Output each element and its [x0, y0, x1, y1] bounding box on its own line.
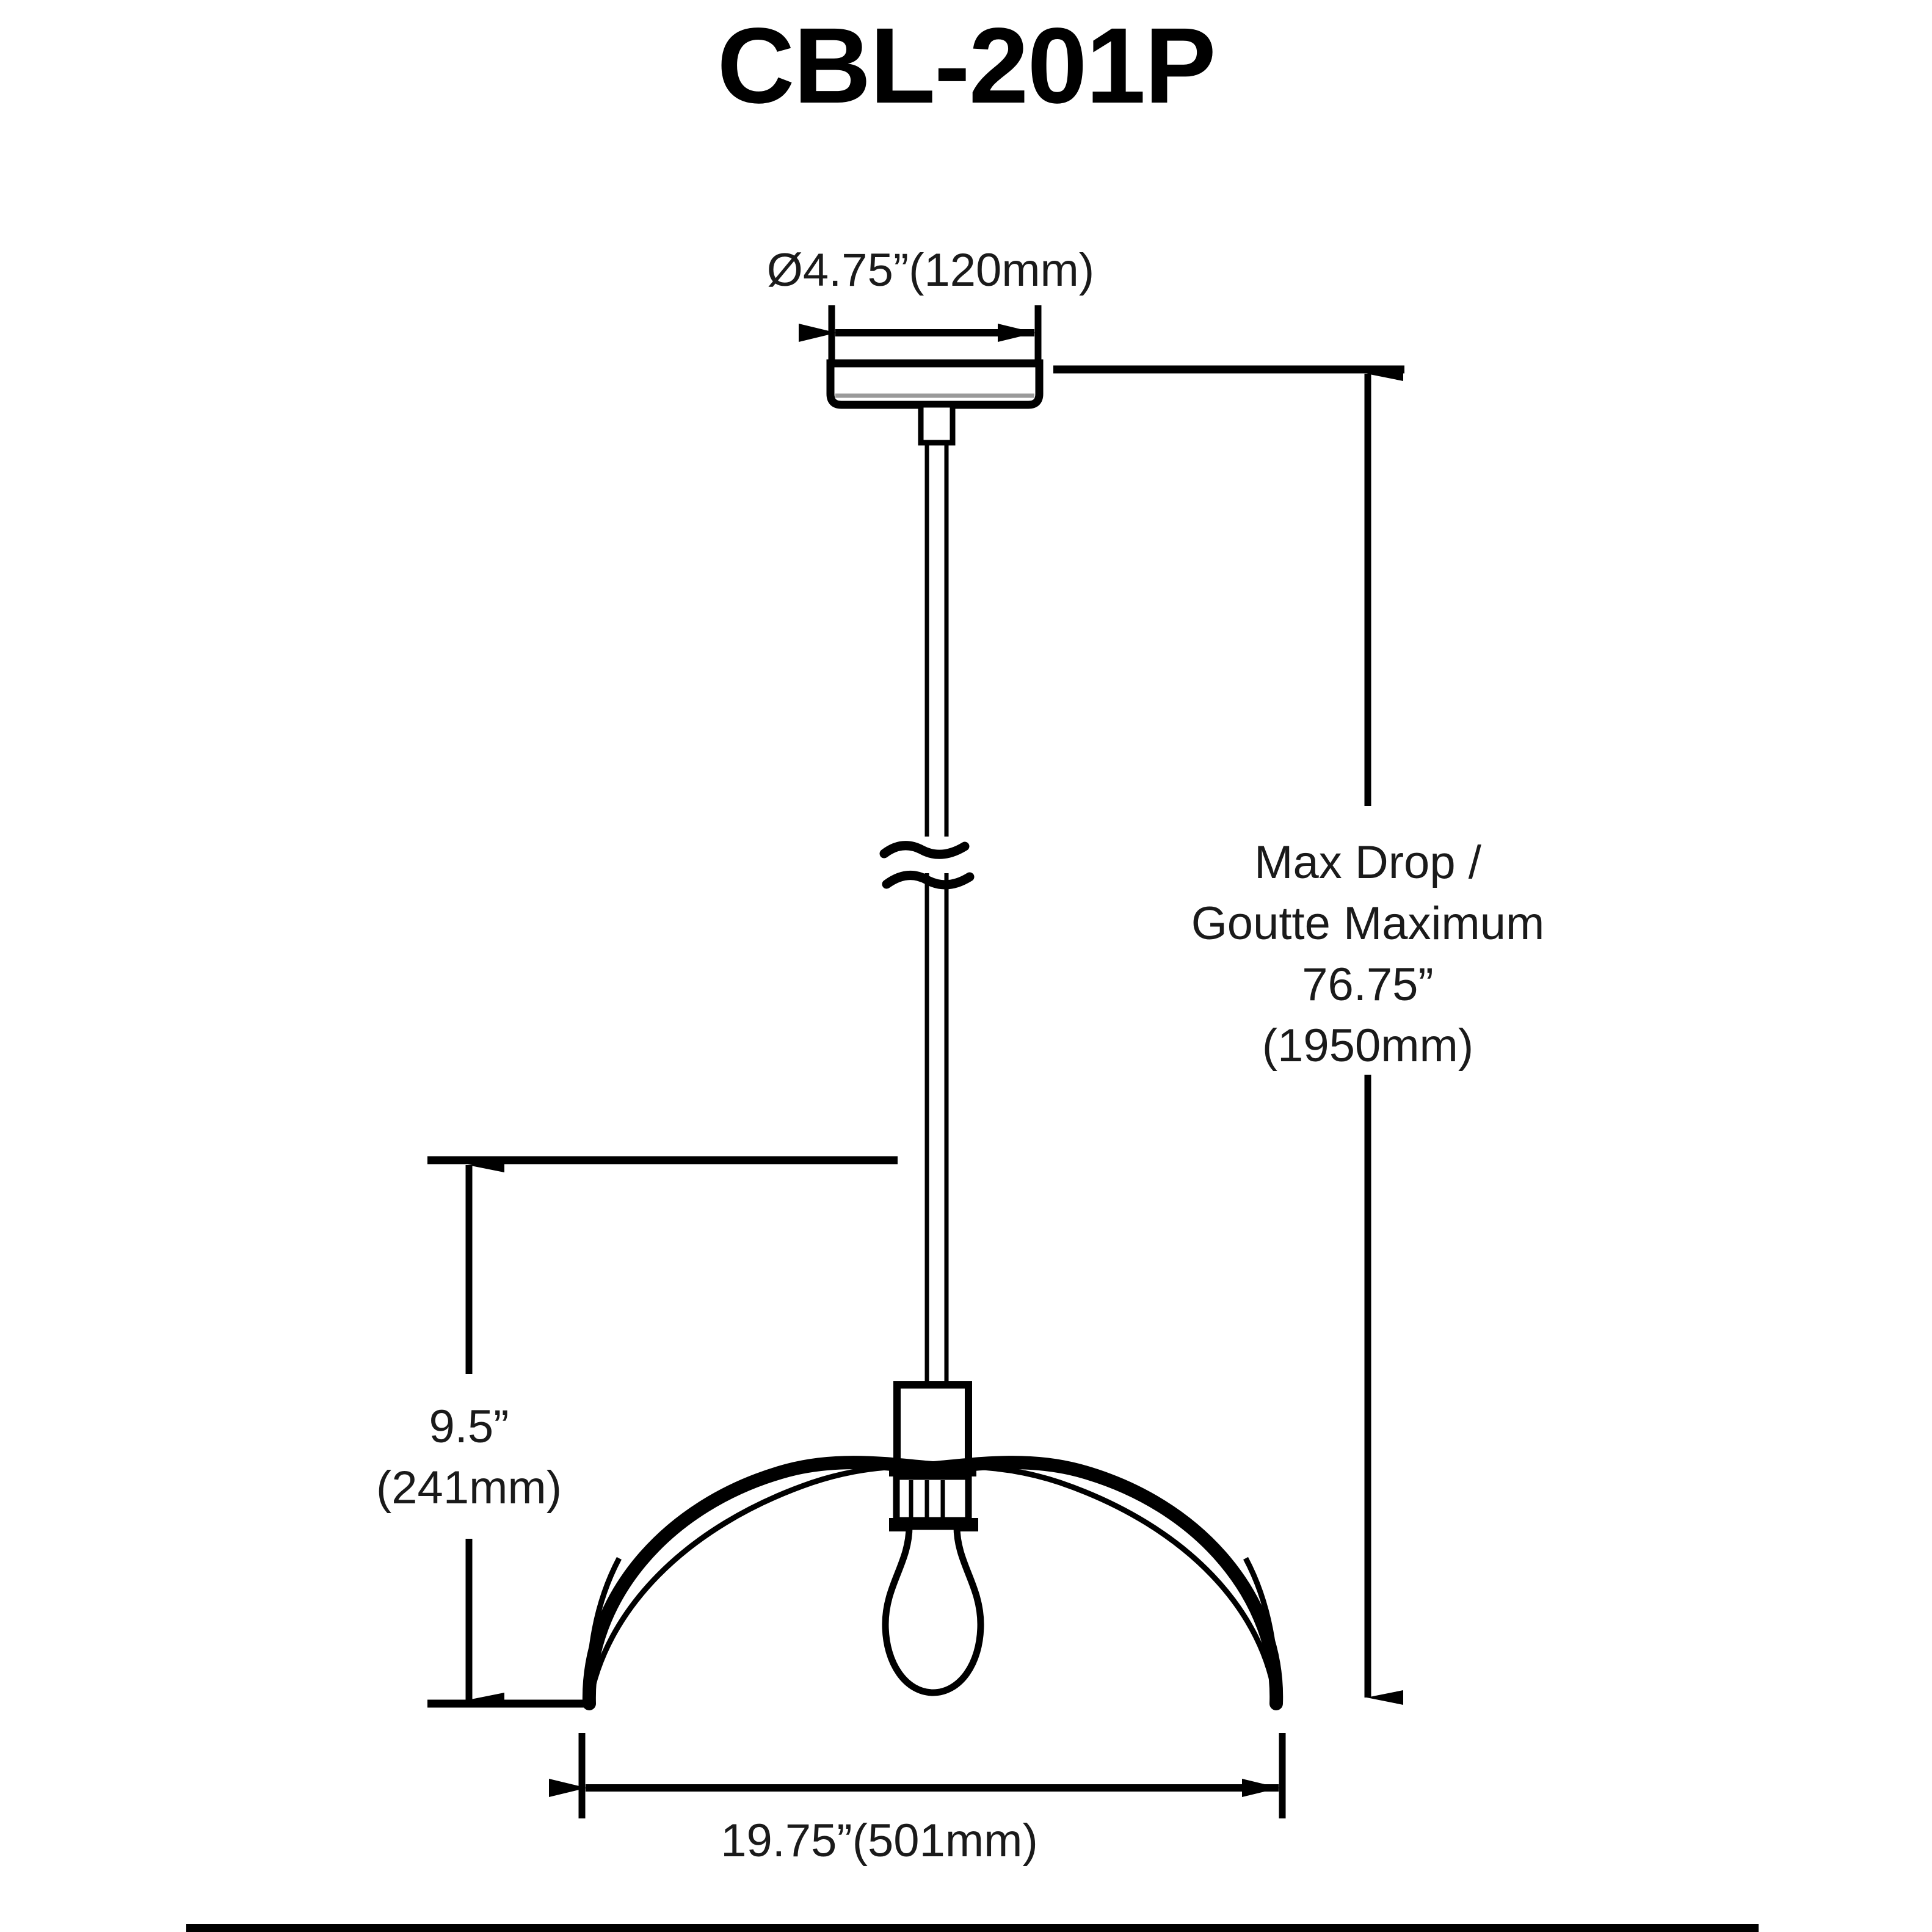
shade-height-label-line2: (241mm)	[376, 1462, 562, 1514]
break-line-upper	[879, 841, 970, 859]
shade-top-band	[782, 1456, 1084, 1476]
socket-neck	[893, 1473, 972, 1524]
max-drop-label-line3: 76.75”	[1302, 959, 1434, 1011]
page-title: CBL-201P	[717, 6, 1215, 126]
shade-width-label: 19.75”(501mm)	[721, 1815, 1038, 1867]
bulb-glass	[882, 1523, 984, 1696]
shade-rim-return-left	[586, 1556, 622, 1704]
suspension-stem	[918, 402, 956, 1386]
shade-rim-return-right	[1243, 1556, 1279, 1704]
shade-height-label-line1: 9.5”	[429, 1401, 509, 1453]
shade-width-dimension: 19.75”(501mm)	[549, 1733, 1286, 1867]
shade-dome	[582, 1456, 1284, 1710]
socket-body	[893, 1381, 972, 1471]
max-drop-label-line1: Max Drop /	[1254, 837, 1482, 888]
canopy-diameter-dimension: Ø4.75”(120mm)	[767, 244, 1094, 360]
break-symbol	[879, 841, 975, 890]
ceiling-canopy	[826, 359, 1044, 409]
break-line-lower	[882, 870, 975, 890]
socket-housing	[889, 1381, 978, 1531]
canopy-body	[826, 359, 1044, 409]
max-drop-dimension: Max Drop / Goutte Maximum 76.75” (1950mm…	[1053, 365, 1545, 1705]
stem-collar	[918, 402, 956, 446]
canopy-diameter-label: Ø4.75”(120mm)	[767, 244, 1094, 296]
max-drop-label-line4: (1950mm)	[1262, 1020, 1473, 1072]
max-drop-label-line2: Goutte Maximum	[1191, 898, 1545, 950]
shade-height-dimension: 9.5” (241mm)	[376, 1156, 898, 1708]
shade-inner-profile-right	[932, 1464, 1279, 1704]
shade-inner-profile-left	[586, 1464, 934, 1704]
light-bulb	[882, 1523, 984, 1696]
